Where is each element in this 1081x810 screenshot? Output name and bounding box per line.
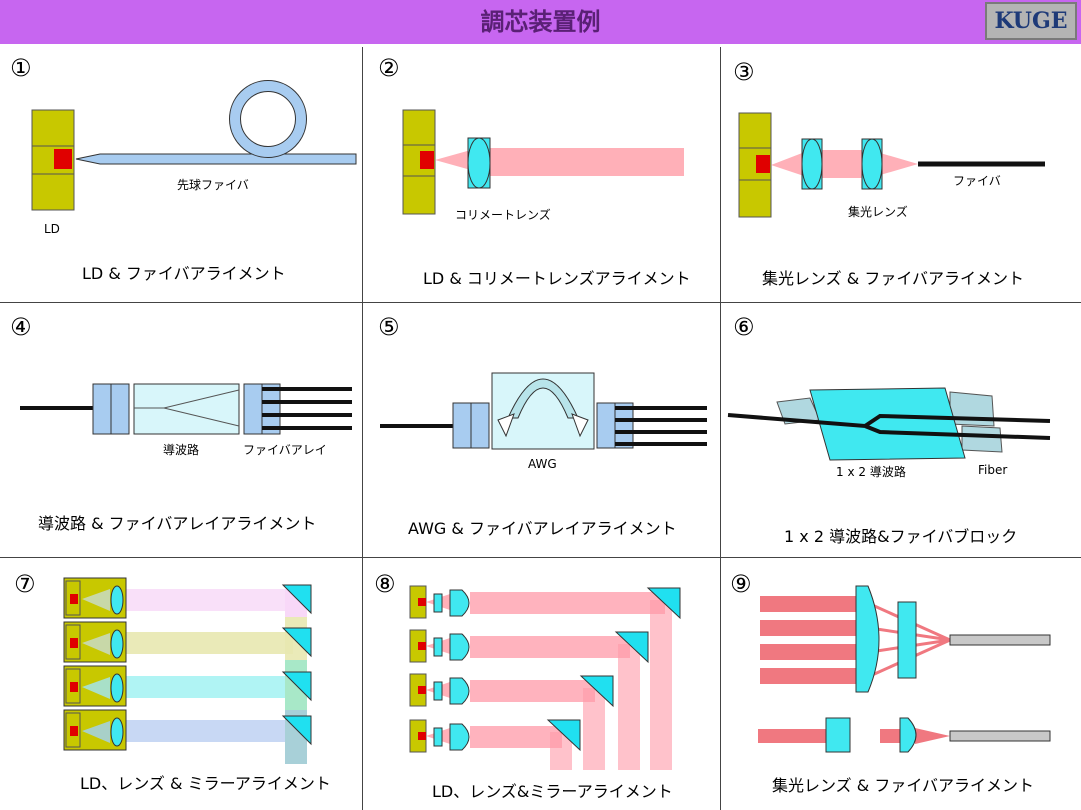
grid-divider [720, 47, 721, 810]
grid-divider [0, 557, 1081, 558]
header-bar [0, 0, 1081, 44]
panel-caption: AWG & ファイバアレイアライメント [408, 519, 677, 538]
grid-divider [362, 47, 363, 810]
lensed-fiber [75, 153, 357, 165]
panel-caption: 導波路 & ファイバアレイアライメント [38, 514, 317, 533]
panel-number: ⑥ [733, 313, 755, 341]
panel-number: ④ [10, 313, 32, 341]
waveguide-label: 導波路 [163, 443, 200, 457]
panel-number: ② [378, 54, 400, 82]
lens-label: コリメートレンズ [455, 208, 551, 222]
grid-divider [0, 302, 1081, 303]
ld-label: LD [44, 222, 60, 236]
fiber-label: Fiber [978, 463, 1008, 477]
panel-caption: LD & ファイバアライメント [82, 264, 286, 283]
panel-number: ⑦ [14, 570, 36, 598]
ld-lens-module [63, 577, 127, 619]
panel-caption: 集光レンズ & ファイバアライメント [762, 269, 1025, 288]
panel-caption: LD & コリメートレンズアライメント [423, 269, 691, 288]
panel-caption: LD、レンズ&ミラーアライメント [432, 782, 673, 801]
fiber-label: ファイバ [953, 174, 1001, 188]
panel-number: ① [10, 54, 32, 82]
waveguide-label: 1 x 2 導波路 [836, 465, 906, 479]
ld-chip [54, 149, 72, 169]
page-title: 調芯装置例 [480, 8, 601, 36]
panel-number: ⑨ [730, 570, 752, 598]
panel-number: ⑤ [378, 313, 400, 341]
lens-label: 集光レンズ [848, 205, 908, 219]
panel-number: ③ [733, 58, 755, 86]
awg-label: AWG [528, 457, 557, 471]
kuge-logo: KUGE [985, 2, 1077, 40]
panel-number: ⑧ [374, 570, 396, 598]
panel-caption: 1 x 2 導波路&ファイバブロック [784, 527, 1018, 546]
panel-caption: LD、レンズ & ミラーアライメント [80, 774, 331, 793]
fiber-array-label: ファイバアレイ [243, 443, 327, 457]
fiber-loop [230, 81, 306, 157]
fiber-label: 先球ファイバ [177, 178, 249, 192]
panel-caption: 集光レンズ & ファイバアライメント [772, 776, 1035, 795]
